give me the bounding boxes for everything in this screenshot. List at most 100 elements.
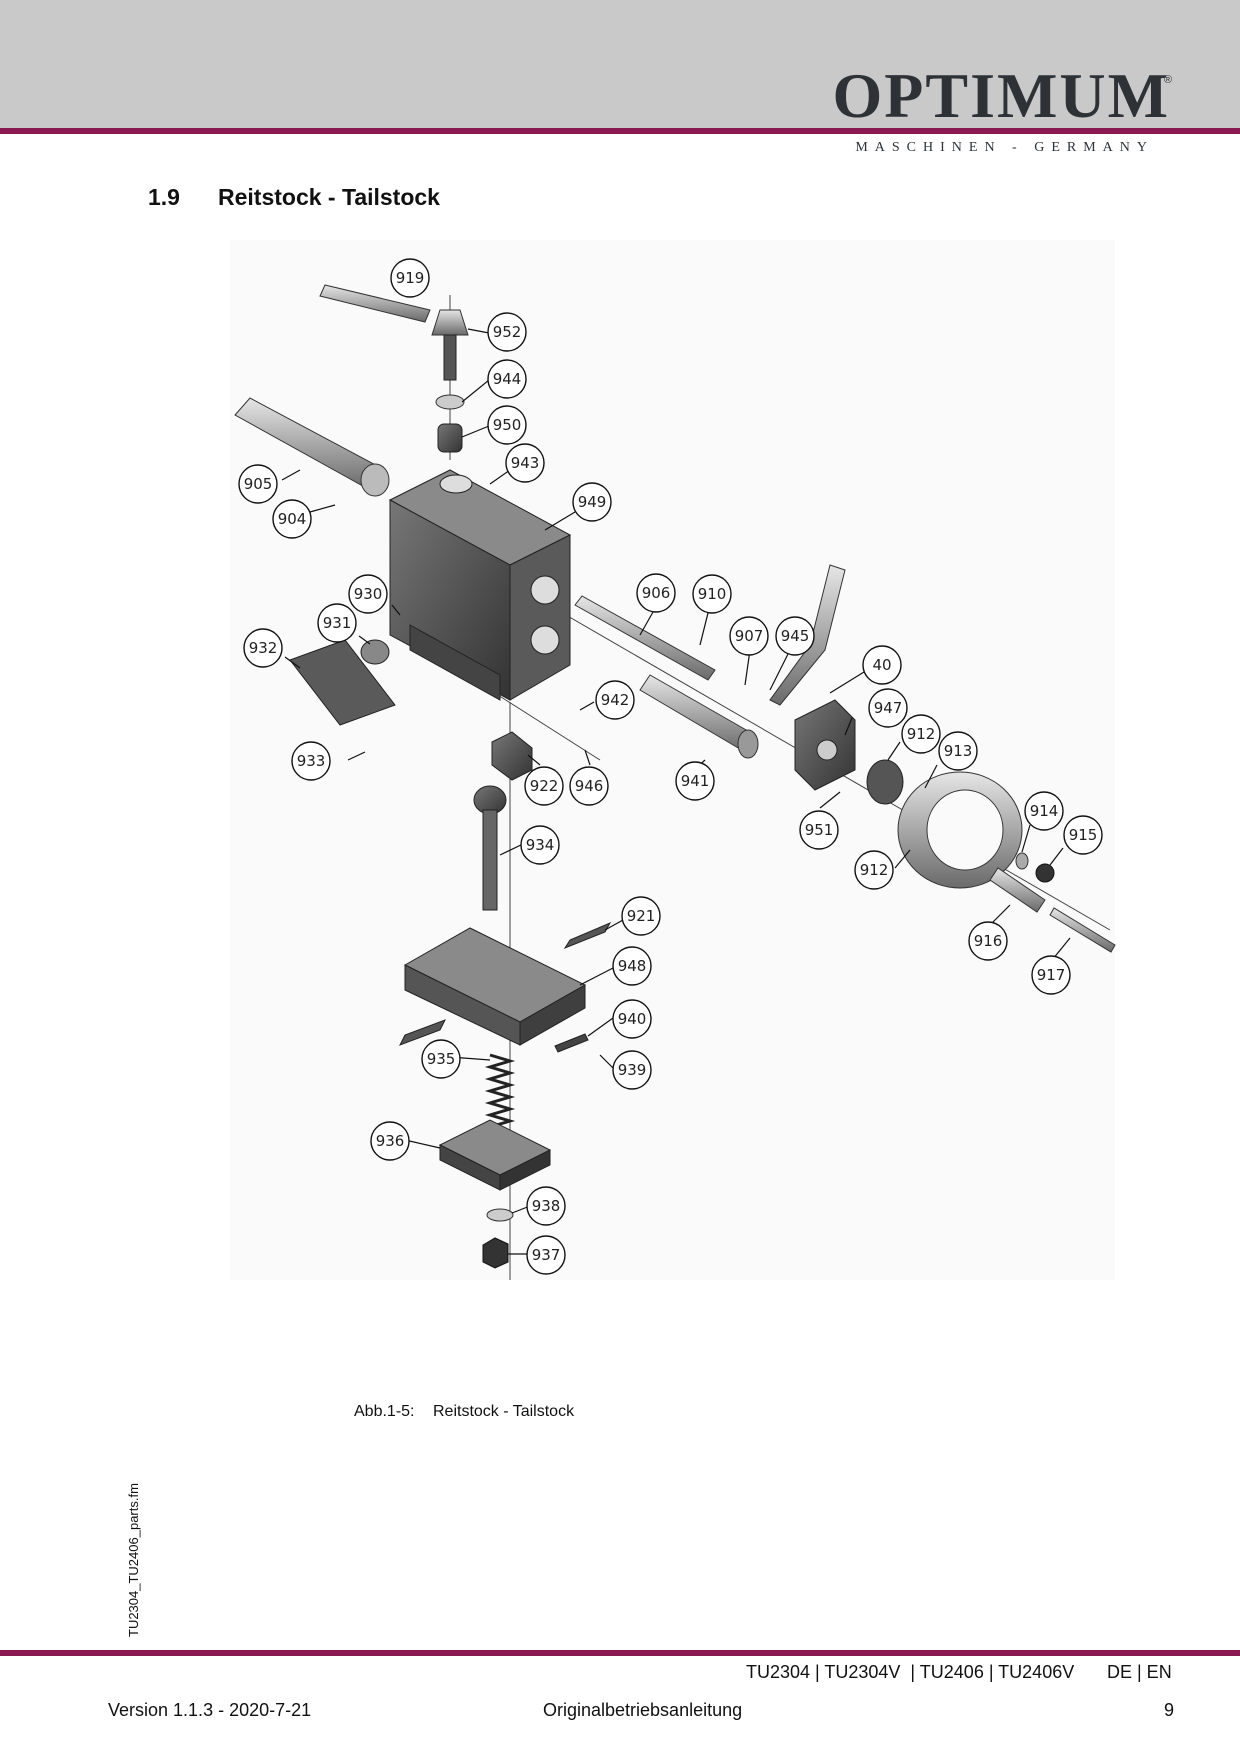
svg-text:912: 912 [860,861,889,879]
svg-text:933: 933 [297,752,326,770]
callout-944: 944 [487,359,527,399]
callout-933: 933 [291,741,331,781]
callout-917: 917 [1031,955,1071,995]
svg-text:945: 945 [781,627,810,645]
callout-937: 937 [526,1235,566,1275]
callout-945: 945 [775,616,815,656]
svg-text:952: 952 [493,323,522,341]
svg-text:931: 931 [323,614,352,632]
callout-905: 905 [238,464,278,504]
quill-part [234,397,390,497]
callout-943: 943 [505,443,545,483]
svg-text:906: 906 [642,584,671,602]
spring-part [484,1053,516,1129]
svg-text:939: 939 [618,1061,647,1079]
svg-text:936: 936 [376,1132,405,1150]
callout-951: 951 [799,810,839,850]
morse-taper-part [319,284,431,323]
screw-part [639,674,759,759]
page-number: 9 [1164,1700,1175,1720]
svg-text:912: 912 [907,725,936,743]
callout-939: 939 [612,1050,652,1090]
callout-931: 931 [317,603,357,643]
footer-models: TU2304 | TU2304V | TU2406 | TU2406V [746,1662,1075,1682]
svg-text:904: 904 [278,510,307,528]
callout-914: 914 [1024,791,1064,831]
ring-part [866,759,904,805]
callout-950: 950 [487,405,527,445]
callout-904: 904 [272,499,312,539]
figure-caption-number: Abb.1-5: [354,1403,415,1420]
callout-949: 949 [572,482,612,522]
svg-text:907: 907 [735,627,764,645]
footer-document-title: Originalbetriebsanleitung [543,1700,743,1720]
washer-part [435,394,465,410]
svg-text:932: 932 [249,639,278,657]
handle-bolt-part [1049,907,1116,953]
svg-text:948: 948 [618,957,647,975]
bearing-flange-part [794,699,856,791]
callout-940: 940 [612,999,652,1039]
svg-text:917: 917 [1037,966,1066,984]
callout-919: 919 [390,258,430,298]
callout-921: 921 [621,896,661,936]
svg-text:938: 938 [532,1197,561,1215]
figure-caption: Reitstock - Tailstock [433,1403,575,1420]
brand-logo: OPTIMUM [832,60,1170,131]
callout-915: 915 [1063,815,1103,855]
callout-912b: 912 [854,850,894,890]
section-number: 1.9 [148,184,180,210]
svg-text:944: 944 [493,370,522,388]
clamp-block-part [491,731,533,781]
svg-text:914: 914 [1030,802,1059,820]
callout-40: 40 [862,645,902,685]
section-title: Reitstock - Tailstock [218,184,440,210]
centre-part [431,309,469,381]
callout-907: 907 [729,616,769,656]
footer-version: Version 1.1.3 - 2020-7-21 [108,1700,312,1720]
handle-grip-part [989,867,1046,913]
callout-922: 922 [524,766,564,806]
svg-text:919: 919 [396,269,425,287]
callout-947: 947 [868,688,908,728]
brand-subtitle: MASCHINEN - GERMANY [855,140,1154,155]
callout-916: 916 [968,921,1008,961]
nut-base-part [482,1237,509,1269]
svg-text:946: 946 [575,777,604,795]
scale-part [554,1033,589,1053]
handwheel-part [897,771,1023,889]
washer-base-part [486,1208,514,1222]
svg-text:930: 930 [354,585,383,603]
callout-941: 941 [675,761,715,801]
side-file-label: TU2304_TU2406_parts.fm [126,1483,141,1637]
callout-946: 946 [569,766,609,806]
clamp-plate-part [438,1119,552,1191]
svg-text:921: 921 [627,907,656,925]
brand-registered-mark: ® [1163,74,1172,86]
callout-913: 913 [938,731,978,771]
svg-text:910: 910 [698,585,727,603]
svg-text:40: 40 [872,656,891,674]
svg-text:949: 949 [578,493,607,511]
svg-text:913: 913 [944,742,973,760]
tailstock-base-part [403,927,587,1046]
header-band [0,0,1240,128]
svg-text:942: 942 [601,691,630,709]
svg-text:941: 941 [681,772,710,790]
callout-930: 930 [348,574,388,614]
svg-text:947: 947 [874,699,903,717]
svg-text:950: 950 [493,416,522,434]
svg-text:916: 916 [974,932,1003,950]
header-rule [0,128,1240,134]
gib-plate-part [289,639,396,726]
callout-910: 910 [692,574,732,614]
eccentric-part [360,639,390,665]
callout-934: 934 [520,825,560,865]
bush-part [437,423,463,453]
callout-952: 952 [487,312,527,352]
svg-text:922: 922 [530,777,559,795]
diagram-backdrop [230,240,1115,1280]
svg-text:951: 951 [805,821,834,839]
svg-text:934: 934 [526,836,555,854]
tailstock-body-part [388,469,572,701]
